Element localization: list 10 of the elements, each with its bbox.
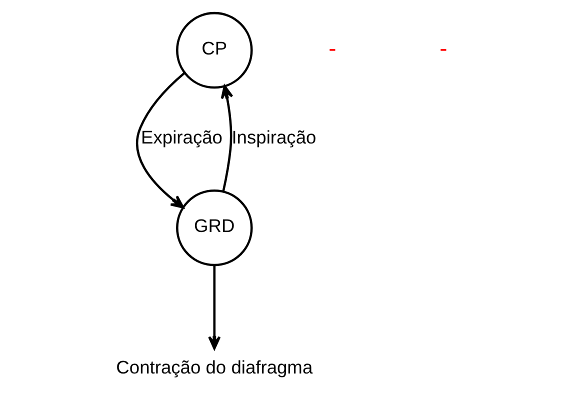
arrow (208, 265, 220, 350)
arrow (220, 85, 233, 192)
node-text: Contração do diafragma (116, 356, 312, 378)
arrow (135, 72, 185, 208)
node-circle: GRD (176, 189, 252, 266)
edge-label: Inspiração (231, 126, 316, 148)
label: - (328, 35, 336, 62)
label: - (439, 35, 447, 62)
edge-label: Expiração (140, 126, 222, 148)
node-circle: CP (176, 12, 252, 89)
